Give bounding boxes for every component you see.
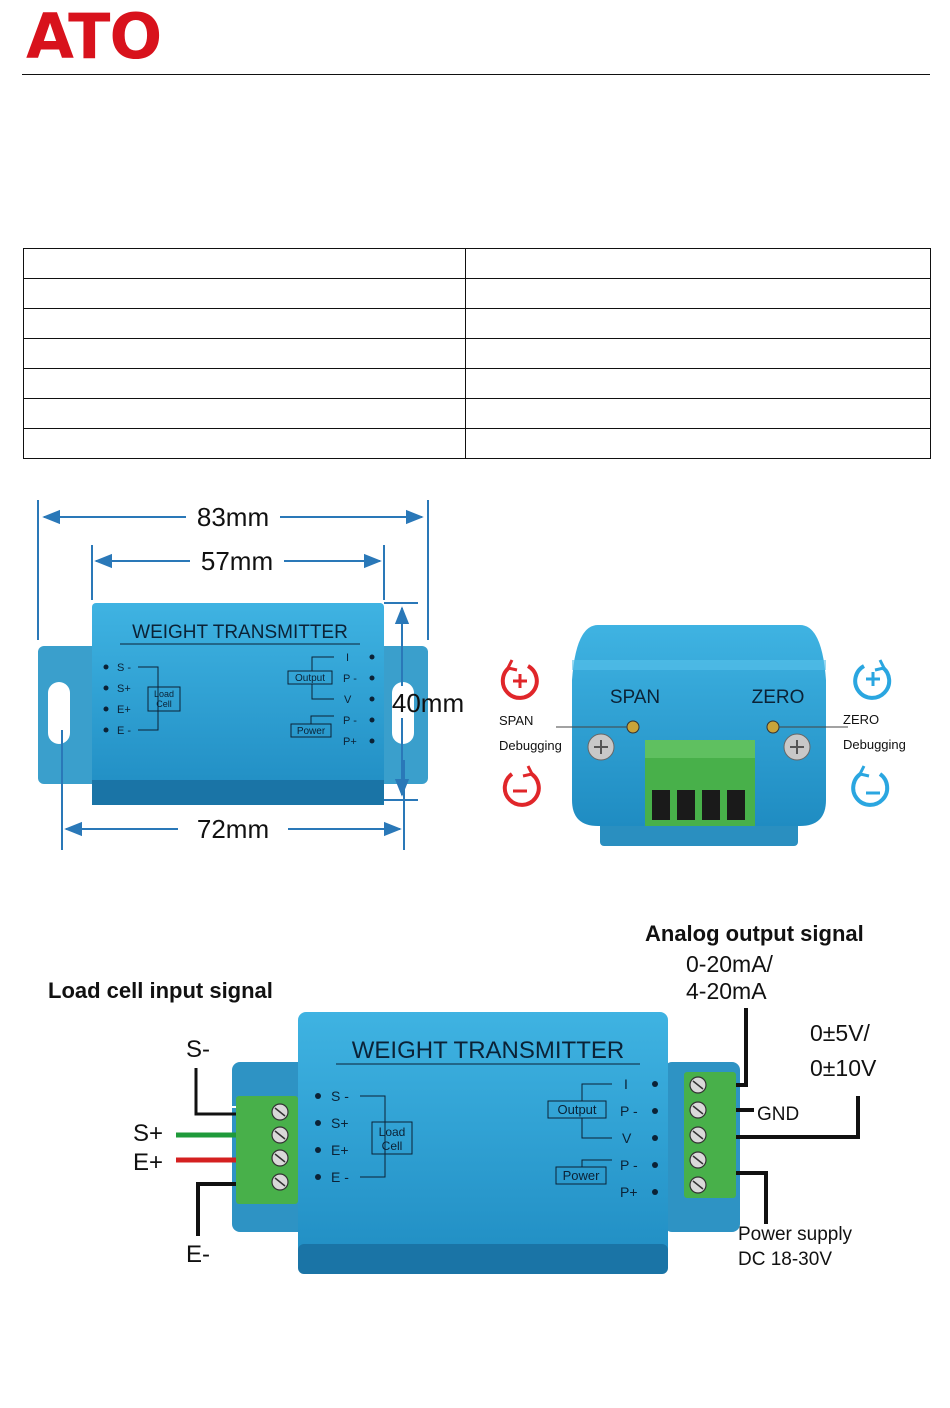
left-flange	[38, 646, 108, 784]
output-heading: Analog output signal	[645, 921, 864, 946]
dimension-drawing: WEIGHT TRANSMITTER S - S+ E+ E - Load Ce…	[37, 500, 464, 850]
input-heading: Load cell input signal	[48, 978, 273, 1003]
zero-note: ZERO	[843, 712, 879, 727]
zero-label: ZERO	[752, 687, 805, 708]
zero-increase-icon	[853, 659, 892, 700]
wiring-diagram: Load cell input signal Analog output sig…	[48, 921, 877, 1274]
wire-label: E-	[186, 1241, 210, 1268]
pin-label: E -	[331, 1169, 349, 1185]
ato-logo: ATO	[26, 0, 162, 73]
pin-label: E+	[331, 1142, 349, 1158]
current-output-label: 0-20mA/	[686, 951, 774, 977]
span-label: SPAN	[610, 687, 660, 708]
load-cell-label: Cell	[382, 1139, 403, 1153]
table-cell	[465, 308, 931, 339]
dim-body-width: 57mm	[201, 546, 273, 576]
table-row	[23, 308, 931, 339]
pin-label: P -	[343, 673, 357, 685]
voltage-output-wire	[736, 1096, 860, 1139]
output-group-label: Output	[557, 1102, 596, 1117]
voltage-output-label: 0±5V/	[810, 1020, 871, 1046]
pin-label: S -	[117, 662, 131, 674]
load-cell-label: Load	[154, 689, 174, 699]
table-row	[23, 428, 931, 459]
body-bottom-edge	[92, 780, 384, 805]
pin-label: S -	[331, 1088, 349, 1104]
power-label: DC 18-30V	[738, 1249, 832, 1270]
table-cell	[23, 428, 466, 459]
table-cell	[465, 278, 931, 309]
pin-label: I	[624, 1076, 628, 1092]
transmitter-body	[92, 603, 384, 803]
pin-label: V	[344, 694, 352, 706]
input-terminal-block	[236, 1096, 298, 1204]
header-rule	[22, 74, 930, 75]
pin-label: P -	[620, 1157, 638, 1173]
zero-potentiometer[interactable]	[766, 720, 780, 734]
power-group-label: Power	[563, 1168, 601, 1183]
zero-decrease-icon	[851, 765, 890, 807]
pin-label: S+	[117, 683, 131, 695]
power-wire	[736, 1171, 768, 1224]
pin-label: I	[346, 652, 349, 664]
voltage-output-label: 0±10V	[810, 1055, 877, 1081]
current-output-label: 4-20mA	[686, 978, 767, 1004]
mount-slot	[392, 682, 414, 744]
power-group-label: Power	[297, 726, 326, 737]
power-label: Power supply	[738, 1224, 853, 1245]
gnd-label: GND	[757, 1104, 799, 1125]
pin-label: S+	[331, 1115, 349, 1131]
wire-label: E+	[133, 1149, 163, 1176]
table-cell	[465, 338, 931, 369]
dim-overall-width: 83mm	[197, 502, 269, 532]
device-title: WEIGHT TRANSMITTER	[132, 622, 348, 643]
s-minus-wire	[194, 1068, 236, 1116]
front-body	[572, 625, 826, 826]
table-row	[23, 398, 931, 429]
device-title: WEIGHT TRANSMITTER	[352, 1037, 624, 1064]
spec-table	[23, 248, 931, 459]
pin-label: P -	[620, 1103, 638, 1119]
mount-slot	[48, 682, 70, 744]
pin-label: E -	[117, 725, 131, 737]
wire-label: S+	[133, 1120, 163, 1147]
pin-label: P -	[343, 715, 357, 727]
span-increase-icon	[500, 659, 539, 700]
pin-label: P+	[343, 736, 357, 748]
pin-label: V	[622, 1130, 632, 1146]
zero-note: Debugging	[843, 737, 906, 752]
output-group-label: Output	[295, 673, 325, 684]
e-minus-wire	[196, 1182, 236, 1236]
pin-label: P+	[620, 1184, 638, 1200]
front-view: SPAN ZERO SPAN Debugging ZERO Debugging	[499, 625, 906, 846]
dim-hole-spacing: 72mm	[197, 814, 269, 844]
table-cell	[465, 428, 931, 459]
transmitter-body	[298, 1012, 668, 1274]
span-note: SPAN	[499, 713, 533, 728]
dim-height: 40mm	[392, 688, 464, 718]
span-note: Debugging	[499, 738, 562, 753]
span-potentiometer[interactable]	[626, 720, 640, 734]
span-decrease-icon	[502, 765, 541, 807]
pin-label: E+	[117, 704, 131, 716]
load-cell-label: Cell	[156, 699, 172, 709]
load-cell-label: Load	[379, 1125, 406, 1139]
current-output-wire	[736, 1008, 748, 1087]
wire-label: S-	[186, 1036, 210, 1063]
table-row	[23, 248, 931, 279]
